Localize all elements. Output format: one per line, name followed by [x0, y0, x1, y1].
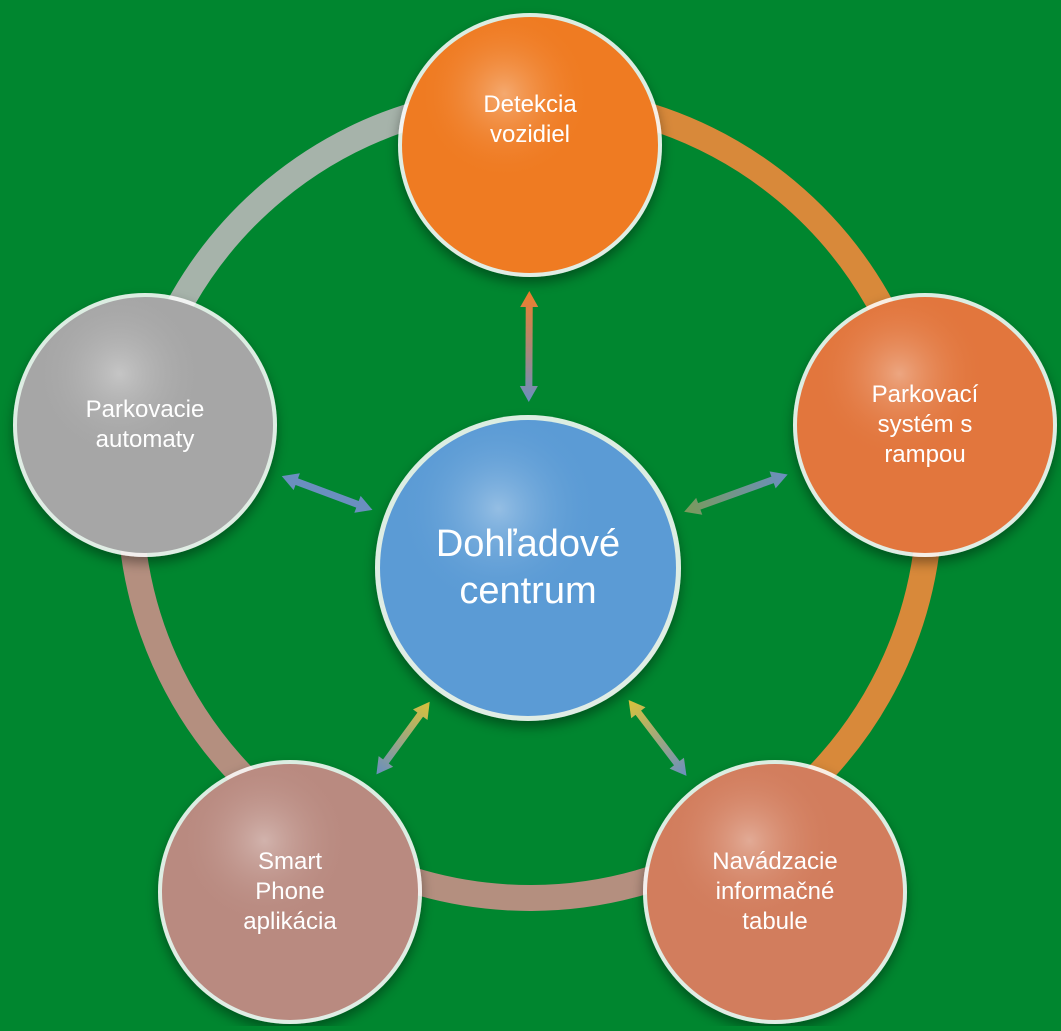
node-label-smart-phone: Smart Phone aplikácia — [185, 812, 395, 972]
node-label-detekcia: Detekcia vozidiel — [425, 40, 635, 200]
arrow-shaft — [694, 478, 779, 508]
arrow-head — [520, 291, 538, 307]
arrow-shaft — [382, 710, 423, 766]
center-node-label: Dohľadové centrum — [408, 488, 648, 648]
arrow-shaft — [291, 480, 363, 507]
node-label-navadzacie-tabule: Navádzacie informačné tabule — [670, 812, 880, 972]
arrow-head — [520, 386, 538, 402]
node-label-parkovaci-system: Parkovací systém s rampou — [820, 345, 1030, 505]
arrow-shaft — [635, 708, 681, 768]
node-label-parkovacie-automaty: Parkovacie automaty — [40, 345, 250, 505]
